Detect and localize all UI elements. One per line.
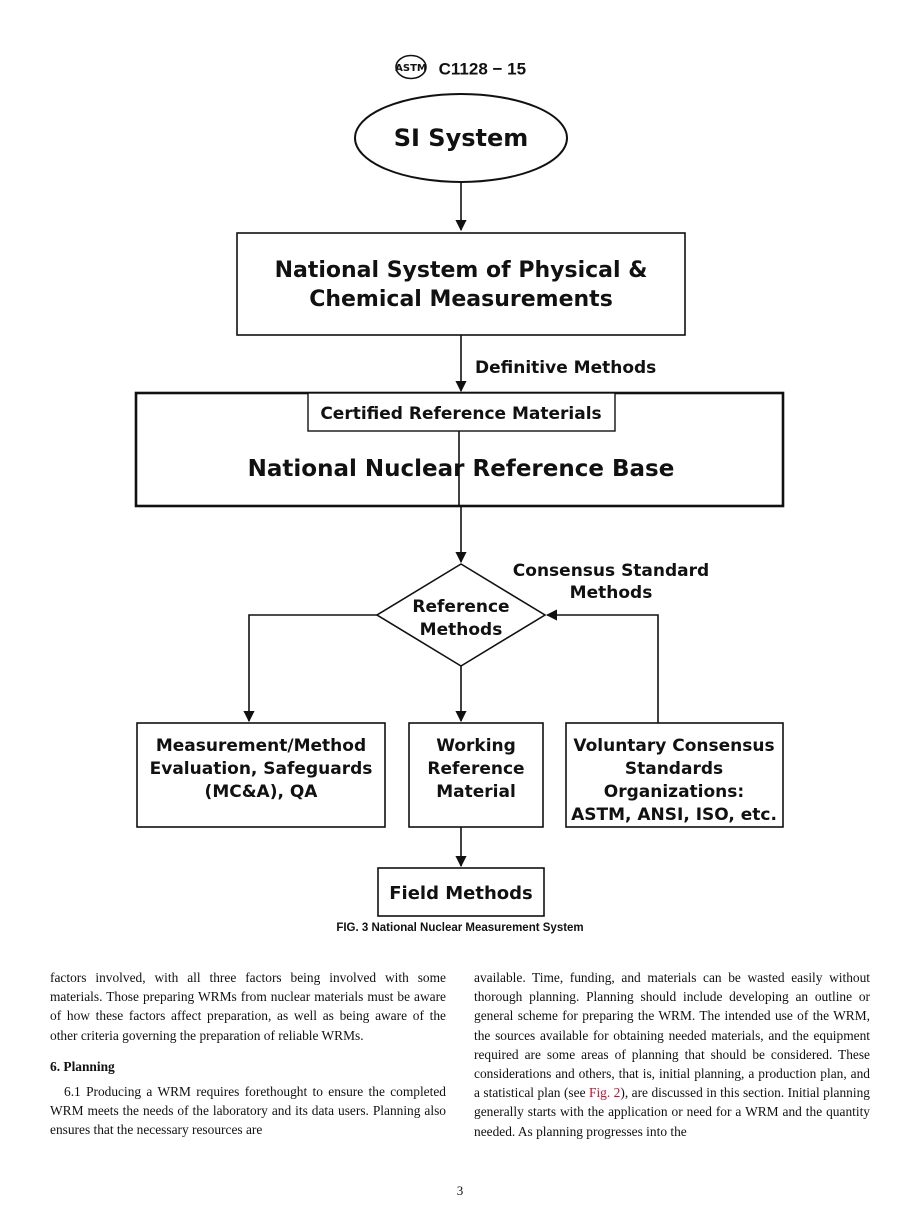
measurement-label-line3: (MC&A), QA xyxy=(205,782,319,802)
right-column: available. Time, funding, and materials … xyxy=(474,968,870,1141)
section-heading-planning: 6. Planning xyxy=(50,1058,115,1074)
figure-caption: FIG. 3 National Nuclear Measurement Syst… xyxy=(336,922,584,934)
page-number: 3 xyxy=(456,1183,464,1198)
left-paragraph-1: factors involved, with all three factors… xyxy=(50,970,446,1043)
working-label-line1: Working xyxy=(436,736,516,756)
measurement-evaluation-node xyxy=(136,722,386,828)
voluntary-label-line2: Standards xyxy=(625,759,723,779)
national-system-node xyxy=(236,232,686,336)
voluntary-consensus-node xyxy=(565,722,784,828)
certified-reference-materials-label: Certified Reference Materials xyxy=(320,404,601,424)
consensus-methods-label-line1: Consensus Standard xyxy=(513,561,709,581)
arrow-voluntary-to-reference xyxy=(545,609,659,723)
measurement-system-diagram: SI System National System of Physical & … xyxy=(134,93,785,917)
working-label-line3: Material xyxy=(436,782,516,802)
working-reference-material-node xyxy=(408,722,544,828)
right-paragraph: available. Time, funding, and materials … xyxy=(474,968,870,1141)
reference-methods-label-line1: Reference xyxy=(412,597,509,617)
certified-reference-materials-node xyxy=(307,392,616,432)
left-paragraph-2: 6.1 Producing a WRM requires forethought… xyxy=(50,1084,446,1138)
voluntary-label-line1: Voluntary Consensus xyxy=(573,736,774,756)
si-system-label: SI System xyxy=(394,124,529,152)
voluntary-label-line4: ASTM, ANSI, ISO, etc. xyxy=(571,805,777,825)
right-paragraph-part-a: available. Time, funding, and materials … xyxy=(474,970,870,1101)
working-label-line2: Reference xyxy=(427,759,524,779)
arrow-reference-to-measurement xyxy=(243,614,377,723)
right-paragraph-part-b: ), are discussed in this section. Initia… xyxy=(474,1085,870,1139)
national-system-label-line2: Chemical Measurements xyxy=(309,287,613,312)
astm-logo-text: ASTM xyxy=(395,63,427,74)
page-header: ASTM C1128 − 15 xyxy=(0,54,920,85)
astm-logo: ASTM xyxy=(394,54,428,85)
measurement-label-line2: Evaluation, Safeguards xyxy=(150,759,373,779)
reference-methods-label-line2: Methods xyxy=(420,620,503,640)
left-column: factors involved, with all three factors… xyxy=(50,968,446,1140)
definitive-methods-label: Definitive Methods xyxy=(475,358,656,378)
consensus-methods-label-line2: Methods xyxy=(570,583,653,603)
standard-code: C1128 − 15 xyxy=(438,59,527,79)
measurement-label-line1: Measurement/Method xyxy=(156,736,366,756)
nuclear-reference-base-label: National Nuclear Reference Base xyxy=(248,456,675,482)
field-methods-label: Field Methods xyxy=(389,883,533,904)
voluntary-label-line3: Organizations: xyxy=(604,782,744,802)
national-system-label-line1: National System of Physical & xyxy=(275,258,648,283)
field-methods-node xyxy=(377,867,545,917)
fig-2-link[interactable]: Fig. 2 xyxy=(589,1085,621,1101)
